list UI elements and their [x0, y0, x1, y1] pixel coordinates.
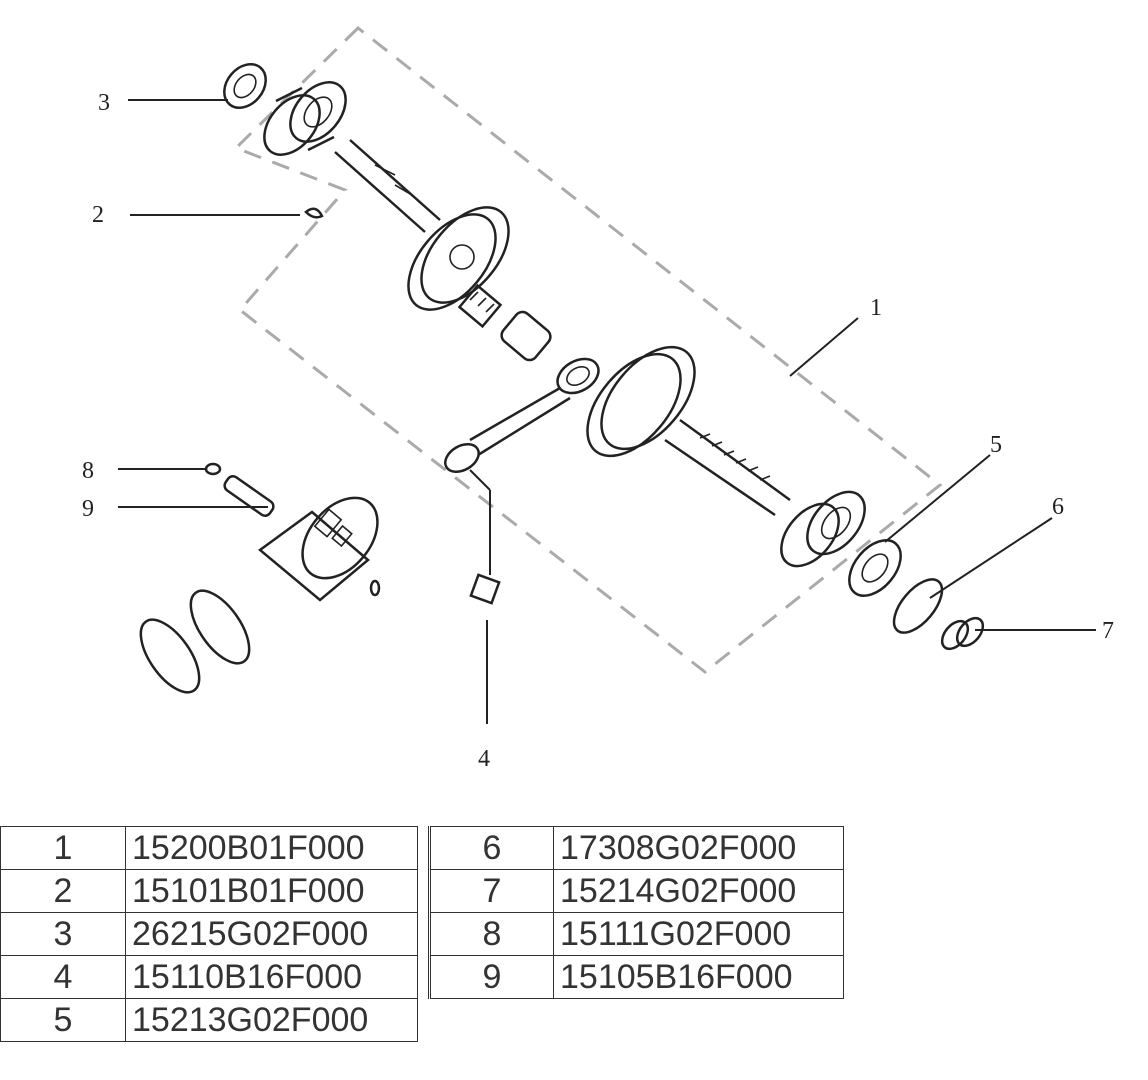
part-code: 15213G02F000 [125, 998, 418, 1042]
part-4-small-end-bearing [469, 573, 501, 605]
callout-9: 9 [82, 496, 94, 522]
part-5-oil-seal [848, 539, 902, 597]
callout-6: 6 [1052, 494, 1064, 520]
leader-lines [118, 99, 1096, 724]
part-code: 17308G02F000 [553, 826, 844, 870]
callout-1: 1 [870, 295, 882, 321]
callout-5: 5 [990, 432, 1002, 458]
part-9-piston-pin [223, 475, 275, 517]
part-code: 15105B16F000 [553, 955, 844, 999]
part-8-piston-pin-clip [204, 462, 222, 476]
left-crankshaft-half [334, 139, 510, 311]
right-bearing [780, 490, 866, 568]
left-bearing [263, 81, 347, 156]
part-3-oil-seal [223, 63, 267, 109]
crank-pin-bearing [457, 283, 552, 362]
part-6-circlip [892, 578, 944, 634]
table-row: 5 15213G02F000 [0, 998, 418, 1042]
table-row: 4 15110B16F000 [0, 955, 418, 999]
parts-table-left: 1 15200B01F000 2 15101B01F000 3 26215G02… [0, 826, 418, 1042]
assembly-boundary [233, 26, 943, 674]
part-code: 26215G02F000 [125, 912, 418, 956]
right-crankshaft-half [586, 345, 791, 517]
part-code: 15101B01F000 [125, 869, 418, 913]
parts-table-right: 6 17308G02F000 7 15214G02F000 8 15111G02… [428, 826, 844, 999]
part-number: 2 [0, 869, 126, 913]
part-7-bushing [940, 616, 985, 651]
callout-4: 4 [478, 746, 490, 772]
part-code: 15214G02F000 [553, 869, 844, 913]
part-2-woodruff-key [304, 207, 324, 219]
callout-8: 8 [82, 458, 94, 484]
part-code: 15110B16F000 [125, 955, 418, 999]
table-row: 2 15101B01F000 [0, 869, 418, 913]
callout-7: 7 [1102, 618, 1114, 644]
piston-rings [139, 589, 251, 694]
table-row: 1 15200B01F000 [0, 826, 418, 870]
part-number: 7 [428, 869, 554, 913]
part-number: 3 [0, 912, 126, 956]
callout-3: 3 [98, 90, 110, 116]
table-row: 7 15214G02F000 [428, 869, 844, 913]
table-row: 8 15111G02F000 [428, 912, 844, 956]
exploded-crankshaft-diagram: 1 2 3 4 5 6 7 8 9 [82, 26, 1114, 772]
part-number: 1 [0, 826, 126, 870]
table-row: 6 17308G02F000 [428, 826, 844, 870]
callout-2: 2 [92, 202, 104, 228]
part-number: 9 [428, 955, 554, 999]
connecting-rod [444, 357, 600, 473]
part-number: 8 [428, 912, 554, 956]
part-number: 5 [0, 998, 126, 1042]
table-row: 9 15105B16F000 [428, 955, 844, 999]
piston [257, 496, 379, 602]
part-number: 6 [428, 826, 554, 870]
part-code: 15200B01F000 [125, 826, 418, 870]
part-number: 4 [0, 955, 126, 999]
piston-clip [369, 579, 381, 597]
part-code: 15111G02F000 [553, 912, 844, 956]
table-row: 3 26215G02F000 [0, 912, 418, 956]
